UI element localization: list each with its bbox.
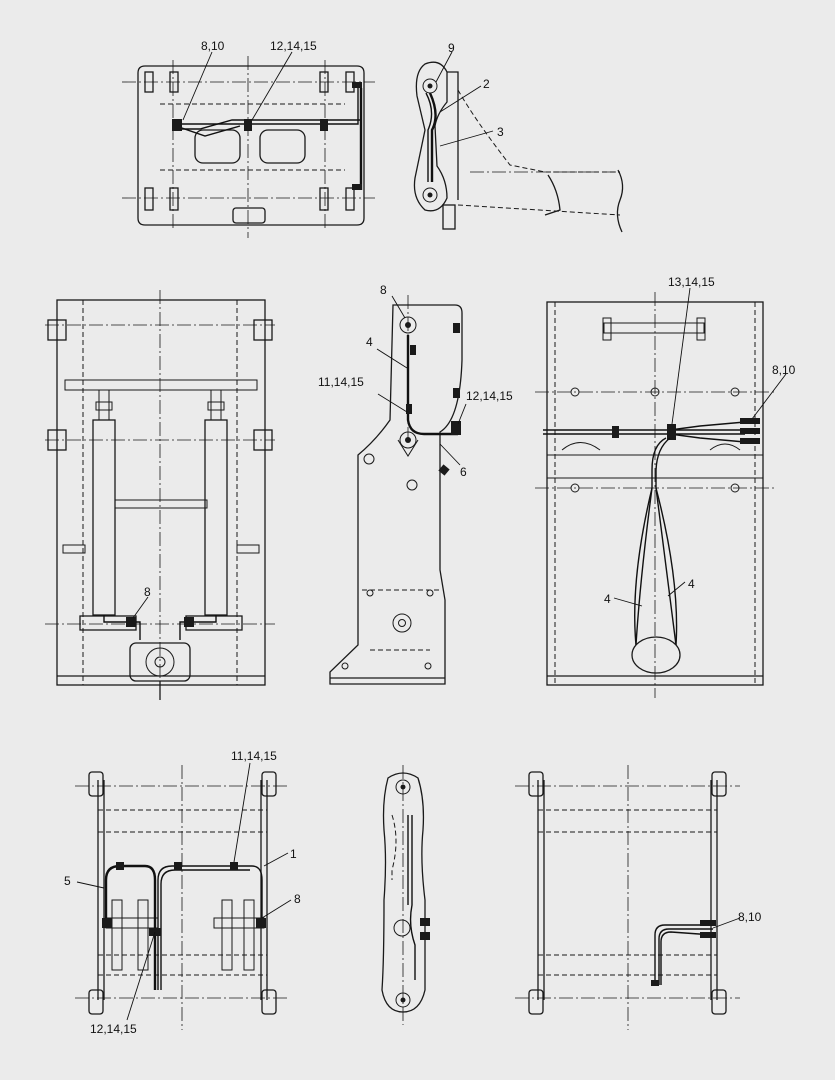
callout-v5-d: 4 [604,592,611,606]
view-side-arm [413,51,624,233]
callout-v6-a: 11,14,15 [231,749,277,763]
callout-v2-c: 3 [497,125,504,139]
view-top-frame-plan [122,51,375,238]
callout-v6-d: 8 [294,892,301,906]
callout-v4-e: 6 [460,465,467,479]
view-side-plate [329,295,467,685]
callout-v4-a: 8 [380,283,387,297]
callout-v1-a: 8,10 [201,39,225,53]
view-rear-plate [535,287,787,698]
callout-v2-a: 9 [448,41,455,55]
view-bottom-frame-right [515,765,741,1030]
callout-v5-b: 8,10 [772,363,796,377]
callout-v5-a: 13,14,15 [668,275,715,289]
view-vertical-link [381,765,430,1025]
callout-v2-b: 2 [483,77,490,91]
callout-v5-c: 4 [688,577,695,591]
callout-v6-b: 1 [290,847,297,861]
view-bottom-frame-plan [75,762,292,1030]
callout-v1-b: 12,14,15 [270,39,317,53]
callout-v6-e: 12,14,15 [90,1022,137,1036]
callout-v4-b: 4 [366,335,373,349]
callout-labels: 8,10 12,14,15 9 2 3 8 8 4 11,14,15 12,14… [64,39,796,1036]
callout-v4-d: 12,14,15 [466,389,513,403]
callout-v6-c: 5 [64,874,71,888]
view-cylinder-frame [45,290,275,700]
callout-v4-c: 11,14,15 [318,375,364,389]
callout-v8-a: 8,10 [738,910,762,924]
callout-v3-a: 8 [144,585,151,599]
